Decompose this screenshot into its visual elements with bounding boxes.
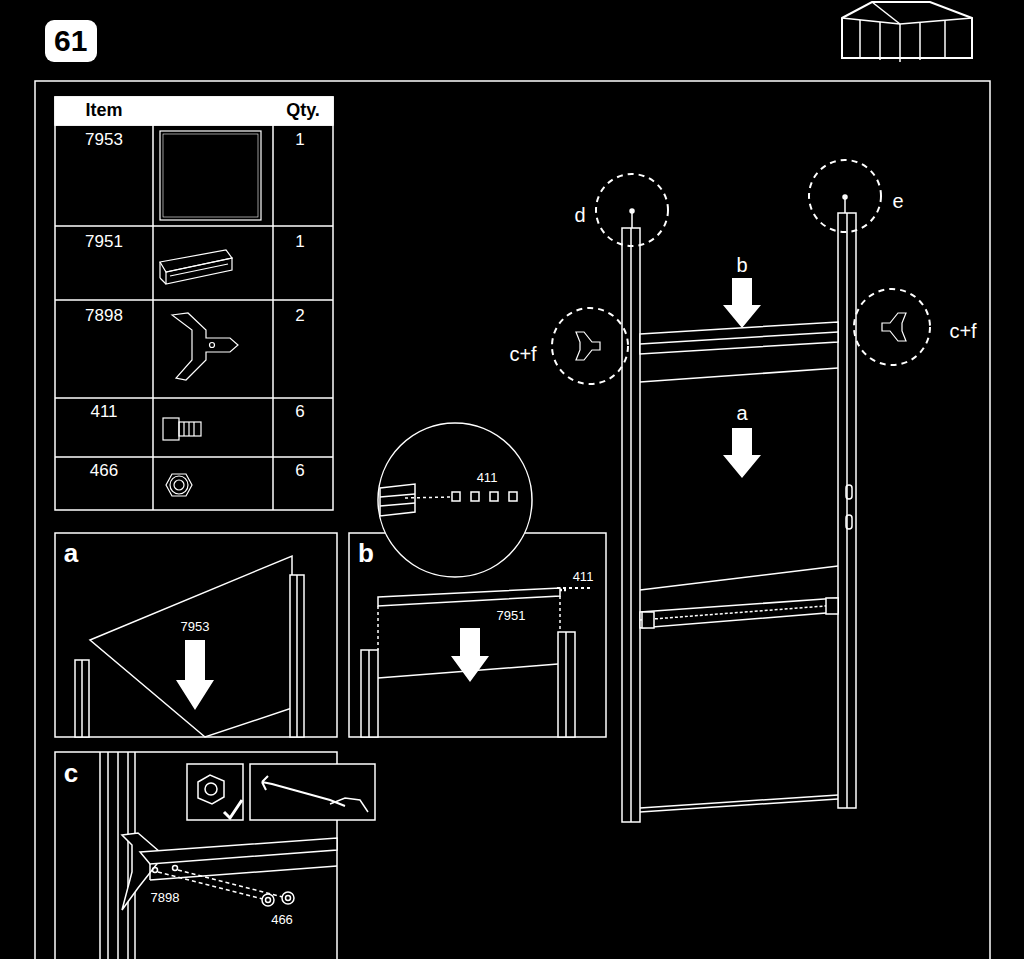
detail-panel-c	[55, 752, 375, 959]
callout-letter: e	[890, 190, 905, 212]
item-number: 7953	[83, 131, 125, 150]
part-number: 7898	[149, 891, 182, 905]
callout-letter: c+f	[947, 320, 978, 342]
item-number: 7898	[83, 307, 125, 326]
step-number-box: 61	[45, 20, 97, 62]
greenhouse-icon	[842, 2, 972, 62]
panel-letter: c	[62, 759, 80, 788]
callout-letter: b	[734, 254, 749, 276]
frame	[35, 81, 990, 959]
bracket-icon	[172, 313, 238, 380]
table-header: Item	[83, 101, 124, 121]
step-number: 61	[54, 26, 88, 56]
panel-icon-inner	[163, 134, 258, 217]
panel-icon	[160, 131, 261, 220]
quantity: 1	[293, 233, 306, 252]
quantity: 1	[293, 131, 306, 150]
part-number: 466	[269, 913, 295, 927]
bracket-callouts	[576, 313, 906, 360]
quantity: 6	[293, 462, 306, 481]
part-number: 7953	[179, 620, 212, 634]
parts-table	[55, 97, 333, 510]
item-number: 466	[88, 462, 120, 481]
quantity: 6	[293, 403, 306, 422]
part-number: 7951	[495, 609, 528, 623]
callout-circles	[552, 160, 930, 384]
part-number: 411	[475, 471, 500, 485]
callout-letter: c+f	[507, 343, 538, 365]
main-assembly	[622, 195, 856, 822]
panel-letter: a	[62, 539, 80, 568]
callout-letter: a	[734, 402, 749, 424]
item-number: 411	[88, 403, 119, 422]
item-number: 7951	[83, 233, 125, 252]
profile-icon	[160, 250, 232, 284]
detail-panel-a	[55, 533, 337, 737]
part-number: 411	[571, 570, 596, 584]
table-header: Qty.	[284, 101, 322, 121]
nut-icon	[166, 474, 192, 496]
quantity: 2	[293, 307, 306, 326]
panel-letter: b	[356, 539, 376, 568]
magnified-detail	[378, 423, 590, 588]
bolt-icon	[163, 418, 201, 440]
callout-letter: d	[572, 204, 587, 226]
